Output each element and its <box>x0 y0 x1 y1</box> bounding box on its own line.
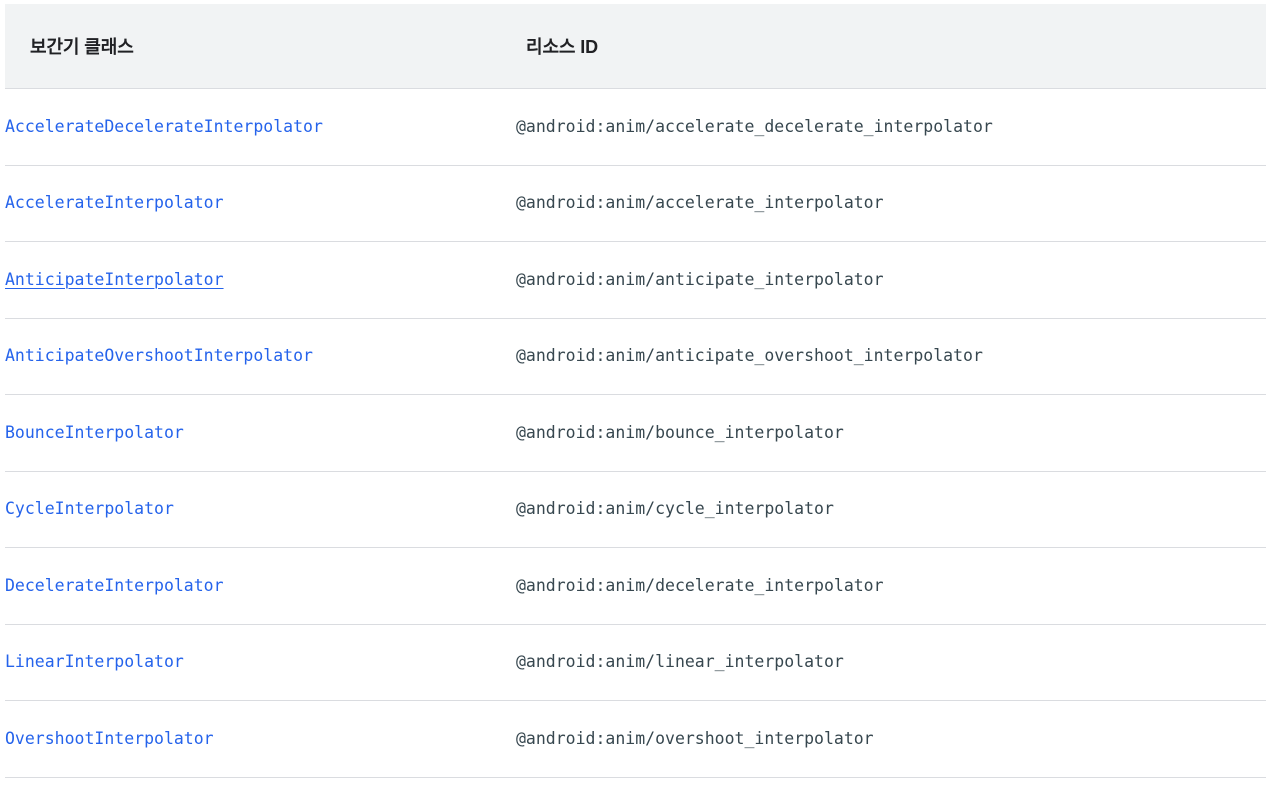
table-row: AccelerateDecelerateInterpolator @android… <box>5 88 1266 165</box>
cell-resource-id: @android:anim/anticipate_overshoot_inter… <box>516 317 1266 395</box>
resource-id-value: @android:anim/bounce_interpolator <box>516 422 844 442</box>
cell-resource-id: @android:anim/anticipate_interpolator <box>516 241 1266 318</box>
resource-id-value: @android:anim/accelerate_decelerate_inte… <box>516 116 993 136</box>
cell-interpolator-class: AccelerateDecelerateInterpolator <box>5 88 516 165</box>
table-header-row: 보간기 클래스 리소스 ID <box>5 4 1266 89</box>
cell-resource-id: @android:anim/overshoot_interpolator <box>516 700 1266 778</box>
interpolator-class-link[interactable]: CycleInterpolator <box>5 499 174 519</box>
table-row: BounceInterpolator @android:anim/bounce_i… <box>5 394 1266 471</box>
cell-resource-id: @android:anim/accelerate_interpolator <box>516 164 1266 242</box>
interpolator-class-link[interactable]: AnticipateInterpolator <box>5 269 224 289</box>
resource-id-value: @android:anim/accelerate_interpolator <box>516 193 884 213</box>
resource-id-value: @android:anim/overshoot_interpolator <box>516 728 874 748</box>
table-row: OvershootInterpolator @android:anim/overs… <box>5 700 1266 778</box>
resource-id-value: @android:anim/anticipate_interpolator <box>516 269 884 289</box>
interpolator-class-link[interactable]: AccelerateInterpolator <box>5 193 224 213</box>
table-row: LinearInterpolator @android:anim/linear_i… <box>5 623 1266 701</box>
cell-interpolator-class: CycleInterpolator <box>5 470 516 548</box>
resource-id-value: @android:anim/anticipate_overshoot_inter… <box>516 346 983 366</box>
table-row: AnticipateOvershootInterpolator @android:… <box>5 317 1266 395</box>
interpolator-class-link[interactable]: AccelerateDecelerateInterpolator <box>5 116 323 136</box>
table-row: CycleInterpolator @android:anim/cycle_int… <box>5 470 1266 548</box>
interpolator-class-link[interactable]: LinearInterpolator <box>5 652 184 672</box>
cell-interpolator-class: AnticipateInterpolator <box>5 241 516 318</box>
column-header-resource-id: 리소스 ID <box>526 37 599 57</box>
cell-interpolator-class: BounceInterpolator <box>5 394 516 471</box>
interpolator-class-link[interactable]: AnticipateOvershootInterpolator <box>5 346 313 366</box>
interpolator-class-link[interactable]: OvershootInterpolator <box>5 728 214 748</box>
table-body: AccelerateDecelerateInterpolator @android… <box>5 88 1266 778</box>
cell-resource-id: @android:anim/cycle_interpolator <box>516 470 1266 548</box>
interpolator-class-link[interactable]: DecelerateInterpolator <box>5 575 224 595</box>
table-row: DecelerateInterpolator @android:anim/dece… <box>5 547 1266 624</box>
cell-interpolator-class: OvershootInterpolator <box>5 700 516 778</box>
reference-table: 보간기 클래스 리소스 ID AccelerateDecelerateInter… <box>5 4 1266 778</box>
resource-id-value: @android:anim/cycle_interpolator <box>516 499 834 519</box>
cell-resource-id: @android:anim/linear_interpolator <box>516 623 1266 701</box>
cell-resource-id: @android:anim/accelerate_decelerate_inte… <box>516 88 1266 165</box>
resource-id-value: @android:anim/decelerate_interpolator <box>516 575 884 595</box>
cell-interpolator-class: AnticipateOvershootInterpolator <box>5 317 516 395</box>
cell-interpolator-class: AccelerateInterpolator <box>5 164 516 242</box>
resource-id-value: @android:anim/linear_interpolator <box>516 652 844 672</box>
cell-resource-id: @android:anim/decelerate_interpolator <box>516 547 1266 624</box>
table-row: AnticipateInterpolator @android:anim/anti… <box>5 241 1266 318</box>
column-header-interpolator-class: 보간기 클래스 <box>30 37 134 57</box>
table-row: AccelerateInterpolator @android:anim/acce… <box>5 164 1266 242</box>
cell-resource-id: @android:anim/bounce_interpolator <box>516 394 1266 471</box>
cell-interpolator-class: DecelerateInterpolator <box>5 547 516 624</box>
interpolator-class-link[interactable]: BounceInterpolator <box>5 422 184 442</box>
table-header: 보간기 클래스 리소스 ID <box>5 4 1266 89</box>
cell-interpolator-class: LinearInterpolator <box>5 623 516 701</box>
